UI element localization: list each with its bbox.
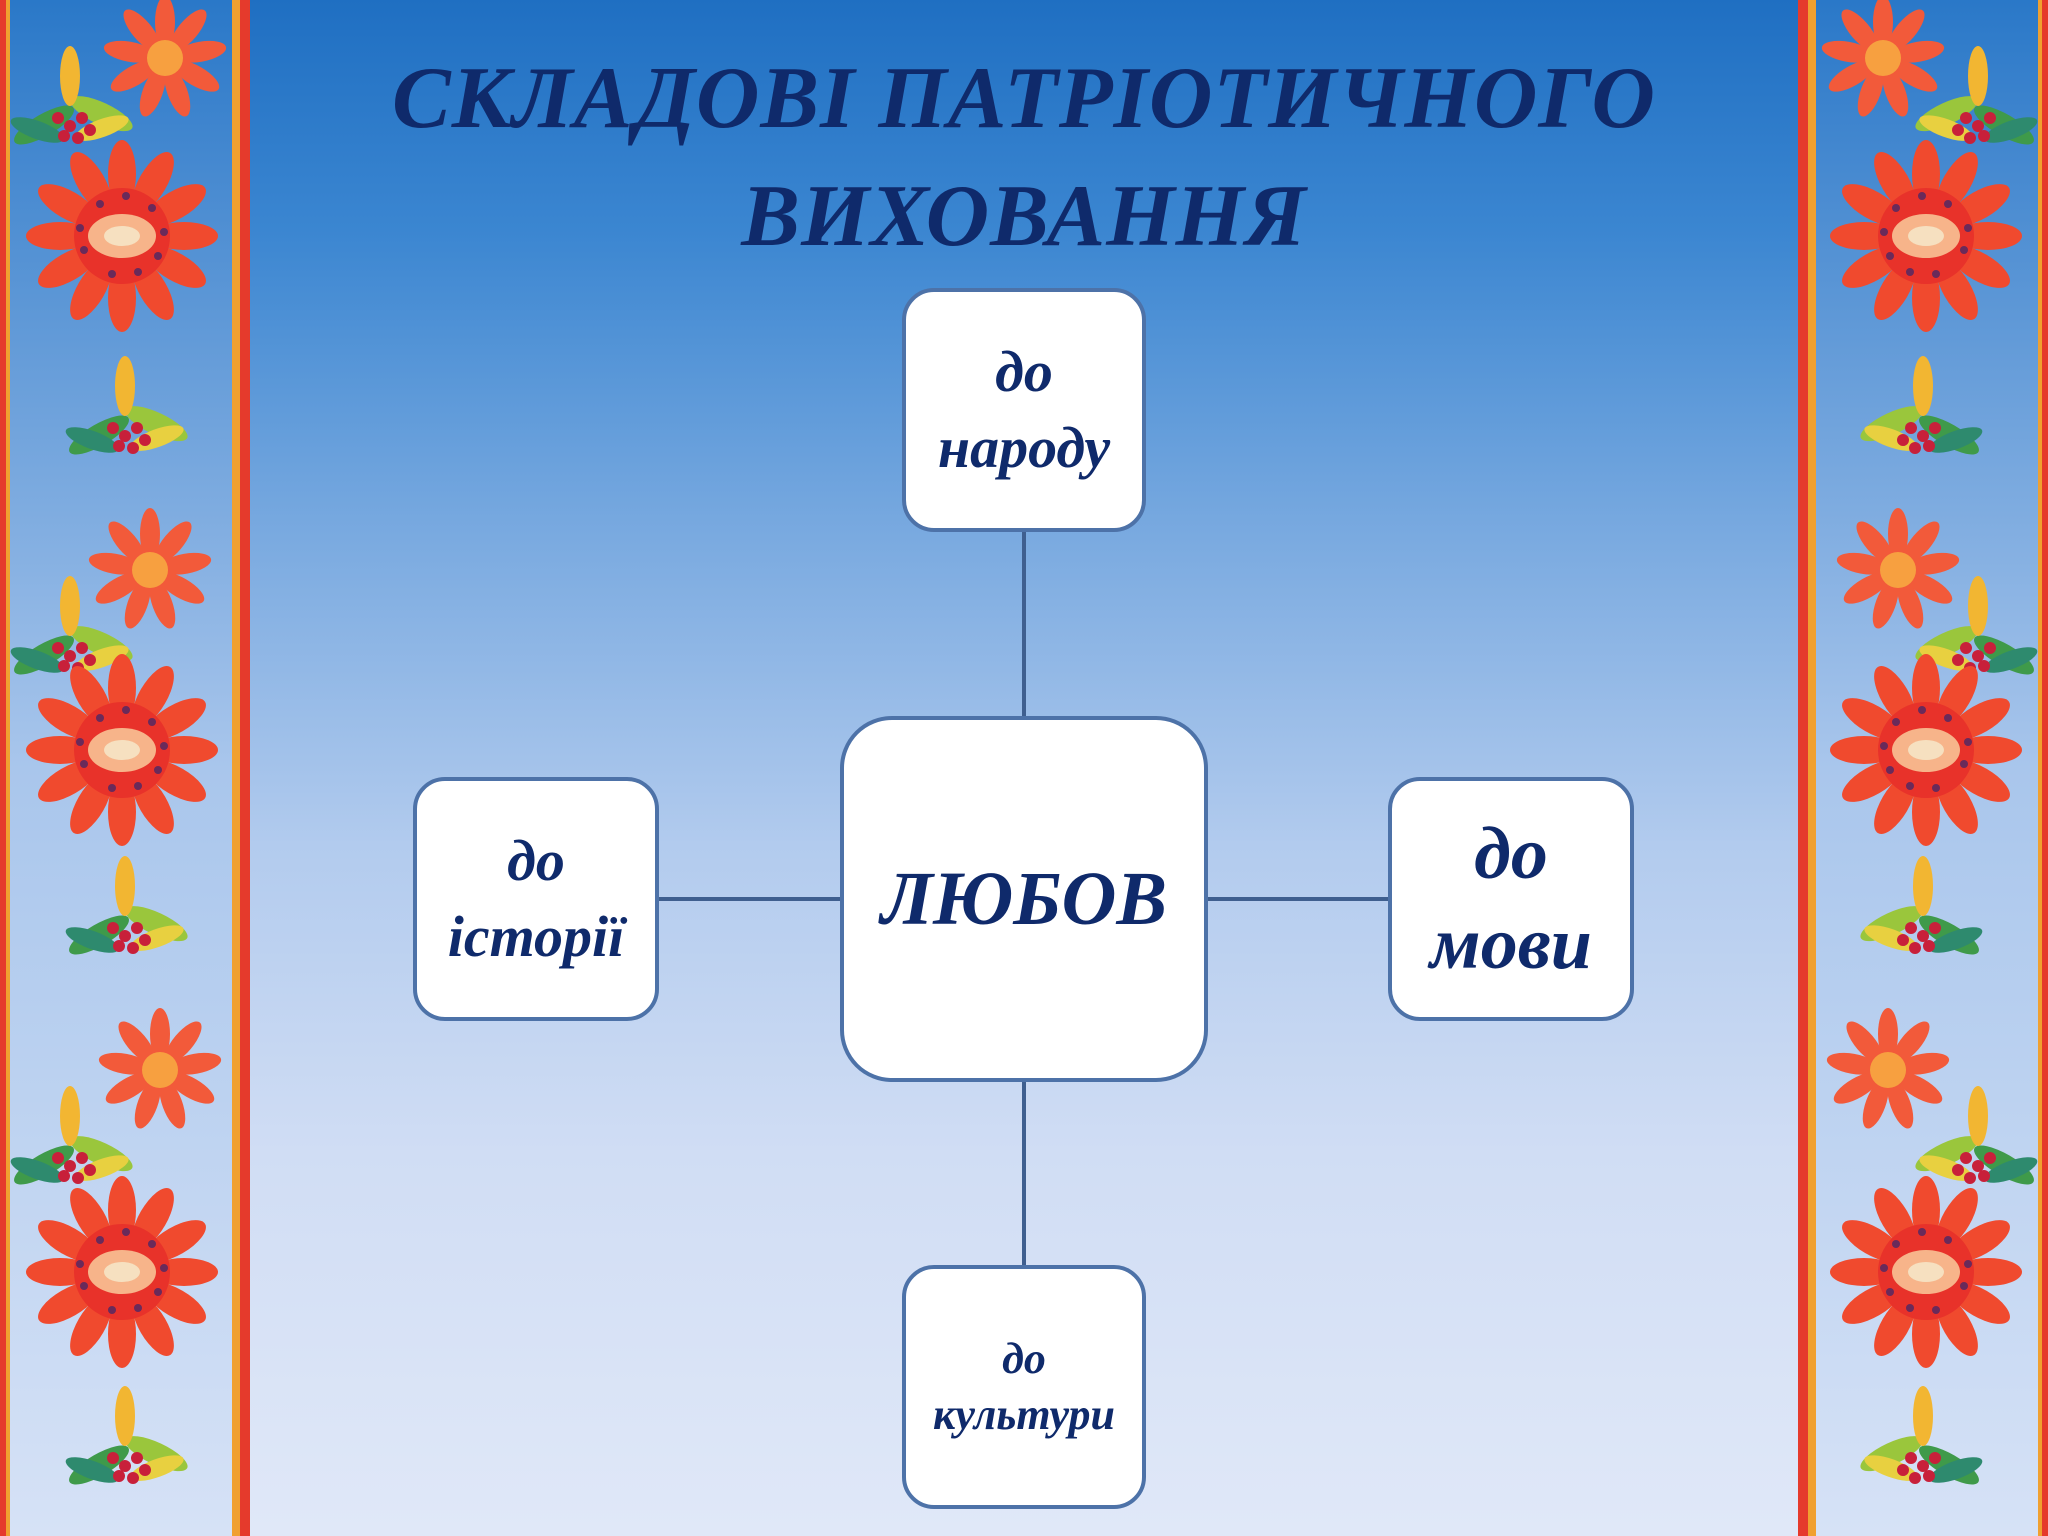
- node-love-label: ЛЮБОВ: [880, 857, 1168, 941]
- node-language: до мови: [1388, 777, 1634, 1021]
- node-culture-line-2: культури: [933, 1390, 1115, 1439]
- node-people-line-2: народу: [937, 415, 1111, 480]
- node-culture: до культури: [902, 1265, 1146, 1509]
- node-love: ЛЮБОВ: [840, 716, 1208, 1082]
- node-history: до історії: [413, 777, 659, 1021]
- node-history-line-1: до: [507, 828, 565, 893]
- node-people: до народу: [902, 288, 1146, 532]
- slide-title: СКЛАДОВІ ПАТРІОТИЧНОГО ВИХОВАННЯ: [250, 40, 1798, 276]
- title-line-1: СКЛАДОВІ ПАТРІОТИЧНОГО: [392, 50, 1656, 147]
- node-history-line-2: історії: [447, 904, 625, 969]
- node-language-line-2: мови: [1430, 903, 1592, 985]
- node-culture-line-1: до: [1002, 1334, 1046, 1383]
- node-language-line-1: до: [1474, 813, 1548, 895]
- node-people-line-1: до: [995, 339, 1053, 404]
- title-line-2: ВИХОВАННЯ: [741, 168, 1307, 265]
